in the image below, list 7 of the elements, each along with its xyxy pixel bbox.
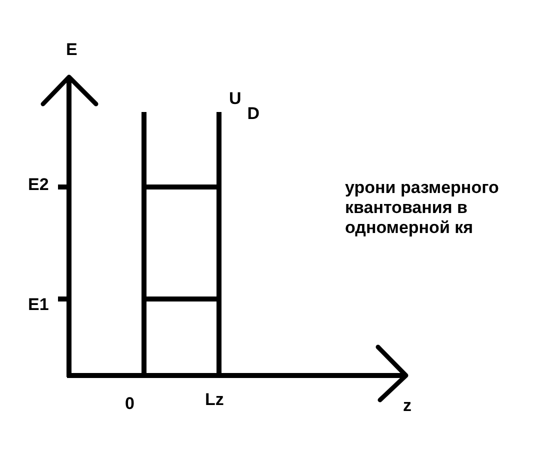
level-label: E1 <box>28 296 49 313</box>
tick-label: 0 <box>125 395 134 412</box>
axis-label: z <box>403 397 412 414</box>
axis-label: E <box>66 41 78 58</box>
tick-label: Lz <box>205 391 224 408</box>
note-text: урони размерного квантования в одномерной кя <box>345 178 500 238</box>
level-label: E2 <box>28 176 49 193</box>
